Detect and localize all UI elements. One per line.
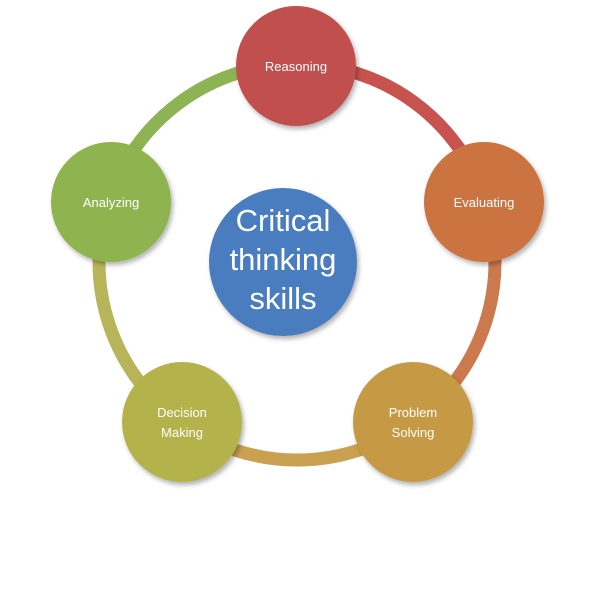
node-label-problem-solving-line-2: Solving <box>392 425 435 440</box>
node-circle-evaluating <box>424 142 544 262</box>
node-circle-decision-making <box>122 362 242 482</box>
center-label-line-3: skills <box>249 281 316 316</box>
node-label-reasoning: Reasoning <box>265 59 327 74</box>
node-analyzing: Analyzing <box>51 142 171 262</box>
center-circle <box>209 188 357 336</box>
node-circle-analyzing <box>51 142 171 262</box>
center-label-line-2: thinking <box>230 242 337 277</box>
node-label-analyzing: Analyzing <box>83 195 139 210</box>
node-evaluating: Evaluating <box>424 142 544 262</box>
center-node: Critical thinking skills <box>209 188 357 336</box>
center-label-line-1: Critical <box>236 203 331 238</box>
node-label-problem-solving-line-1: Problem <box>389 405 437 420</box>
node-label-evaluating: Evaluating <box>454 195 515 210</box>
node-decision-making: Decision Making <box>122 362 242 482</box>
node-label-decision-making-line-1: Decision <box>157 405 207 420</box>
node-circle-reasoning <box>236 6 356 126</box>
node-circle-problem-solving <box>353 362 473 482</box>
node-problem-solving: Problem Solving <box>353 362 473 482</box>
node-label-decision-making-line-2: Making <box>161 425 203 440</box>
node-reasoning: Reasoning <box>236 6 356 126</box>
